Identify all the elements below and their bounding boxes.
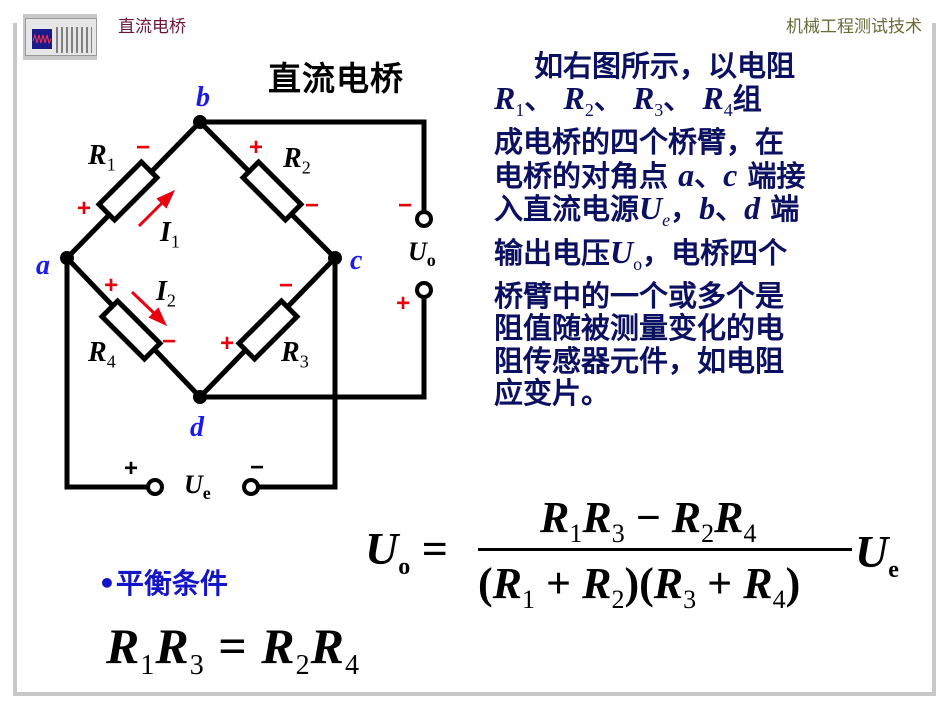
slide-frame-right [932, 23, 936, 696]
r4-minus-sign: − [162, 328, 177, 355]
r4-plus-sign: + [104, 272, 119, 299]
para-line: R1、 R2、 R3、 R4组 [494, 80, 762, 121]
balance-equation: R1R3 = R2R4 [106, 618, 360, 681]
resistor-r4 [98, 297, 164, 363]
fraction-bar [478, 548, 852, 551]
source-voltage-label: Ue [184, 470, 211, 504]
ue-terminal-minus [242, 478, 260, 496]
resistor-label-r1: R1 [88, 140, 116, 175]
node-label-d: d [190, 412, 204, 443]
description-paragraph: 如右图所示，以电阻 R1、 R2、 R3、 R4组 成电桥的四个桥臂，在 电桥的… [494, 49, 894, 411]
resistor-label-r3: R3 [281, 337, 309, 372]
output-voltage-label: Uo [408, 237, 436, 271]
current-label-i1: I1 [160, 217, 180, 252]
formula-lhs: Uo = [365, 523, 448, 581]
formula-numerator: R1R3 − R2R4 [540, 493, 757, 548]
uo-terminal-minus [415, 210, 433, 228]
formula-denominator: (R1 + R2)(R3 + R4) [478, 559, 801, 614]
para-line: 阻传感器元件，如电阻 [494, 343, 785, 378]
node-label-b: b [196, 82, 210, 113]
ue-plus-sign: + [124, 455, 139, 482]
r2-plus-sign: + [249, 134, 264, 161]
para-line: 入直流电源Ue，b、d 端 [494, 189, 800, 230]
resistor-label-r4: R4 [88, 337, 116, 372]
r1-minus-sign: − [136, 134, 151, 161]
para-line: 阻值随被测量变化的电 [494, 311, 785, 346]
slide-title: 直流电桥 [268, 59, 404, 98]
formula-rhs: Ue [855, 526, 899, 584]
uo-plus-sign: + [396, 290, 411, 317]
node-label-c: c [350, 245, 363, 276]
current-label-i2: I2 [156, 276, 176, 311]
resistor-r1 [95, 158, 161, 224]
para-line: 应变片。 [494, 376, 611, 411]
header-course-title: 机械工程测试技术 [786, 17, 922, 37]
para-line: 成电桥的四个桥臂，在 [494, 125, 785, 160]
resistor-r2 [239, 158, 305, 224]
para-line: 输出电压Uo，电桥四个 [494, 234, 788, 274]
r3-plus-sign: + [220, 330, 235, 357]
resistor-label-r2: R2 [283, 143, 311, 178]
slide-frame-left [13, 23, 17, 696]
slide-frame-bottom [13, 692, 936, 696]
para-line: 桥臂中的一个或多个是 [494, 279, 785, 314]
uo-minus-sign: − [398, 192, 413, 219]
node-label-a: a [36, 250, 50, 281]
para-line: 电桥的对角点 a、c 端接 [494, 156, 806, 193]
uo-terminal-plus [415, 281, 433, 299]
balance-condition-heading: •平衡条件 [98, 567, 228, 600]
header-section-title: 直流电桥 [118, 17, 186, 37]
ue-terminal-plus [146, 478, 164, 496]
r1-plus-sign: + [77, 195, 92, 222]
resistor-r3 [235, 297, 301, 363]
r3-minus-sign: − [279, 272, 294, 299]
r2-minus-sign: − [305, 192, 320, 219]
ue-minus-sign: − [250, 454, 265, 481]
para-line: 如右图所示，以电阻 [534, 49, 796, 83]
oscilloscope-icon [23, 14, 97, 60]
